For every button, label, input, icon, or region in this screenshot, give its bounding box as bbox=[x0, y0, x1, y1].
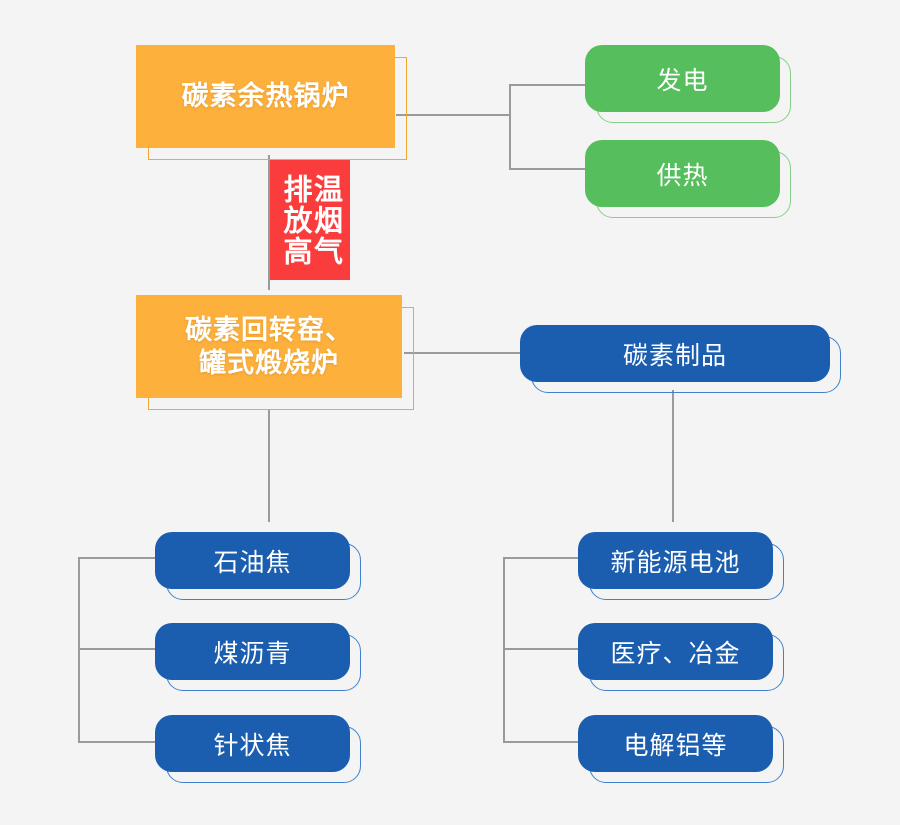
application-label-3: 电解铝等 bbox=[623, 731, 728, 760]
raw-materials-bracket-arm-2 bbox=[78, 648, 156, 650]
connector-kiln-to-raw-materials bbox=[268, 410, 270, 522]
raw-materials-bracket-arm-1 bbox=[78, 557, 156, 559]
node-high-temp-flue-gas[interactable]: 排放高 温烟气 bbox=[270, 160, 350, 280]
node-heat-supply[interactable]: 供热 bbox=[585, 140, 780, 207]
rotary-kiln-label-line2: 罐式煅烧炉 bbox=[199, 347, 339, 378]
connector-split-to-power bbox=[509, 84, 587, 86]
connector-kiln-to-products bbox=[404, 352, 520, 354]
connector-boiler-to-kiln bbox=[268, 155, 270, 290]
node-raw-material-2[interactable]: 煤沥青 bbox=[155, 623, 350, 680]
raw-materials-bracket-spine bbox=[78, 557, 80, 743]
application-label-2: 医疗、冶金 bbox=[610, 639, 741, 668]
raw-material-label-3: 针状焦 bbox=[213, 731, 292, 760]
raw-materials-bracket-arm-3 bbox=[78, 741, 156, 743]
node-power-generation[interactable]: 发电 bbox=[585, 45, 780, 112]
node-application-1[interactable]: 新能源电池 bbox=[578, 532, 773, 589]
node-carbon-products[interactable]: 碳素制品 bbox=[520, 325, 830, 382]
applications-bracket-arm-2 bbox=[503, 648, 581, 650]
applications-bracket-arm-1 bbox=[503, 557, 581, 559]
power-generation-label: 发电 bbox=[656, 66, 709, 95]
connector-boiler-to-split bbox=[396, 114, 511, 116]
node-application-3[interactable]: 电解铝等 bbox=[578, 715, 773, 772]
connector-products-to-applications bbox=[672, 390, 674, 522]
applications-bracket-arm-3 bbox=[503, 741, 581, 743]
application-label-1: 新能源电池 bbox=[610, 548, 741, 577]
rotary-kiln-label-line1: 碳素回转窑、 bbox=[185, 314, 353, 345]
raw-material-label-1: 石油焦 bbox=[213, 548, 292, 577]
carbon-products-label: 碳素制品 bbox=[622, 341, 727, 370]
raw-material-label-2: 煤沥青 bbox=[213, 639, 292, 668]
waste-heat-boiler-label: 碳素余热锅炉 bbox=[181, 81, 350, 112]
flue-gas-label-left: 排放高 bbox=[279, 173, 311, 267]
flue-gas-label-right: 温烟气 bbox=[309, 173, 342, 267]
node-rotary-kiln[interactable]: 碳素回转窑、 罐式煅烧炉 bbox=[136, 295, 402, 398]
connector-split-to-heat bbox=[509, 168, 587, 170]
node-raw-material-1[interactable]: 石油焦 bbox=[155, 532, 350, 589]
node-raw-material-3[interactable]: 针状焦 bbox=[155, 715, 350, 772]
node-waste-heat-boiler[interactable]: 碳素余热锅炉 bbox=[136, 45, 395, 148]
applications-bracket-spine bbox=[503, 557, 505, 743]
heat-supply-label: 供热 bbox=[656, 161, 709, 190]
connector-green-split-vertical bbox=[509, 84, 511, 170]
node-application-2[interactable]: 医疗、冶金 bbox=[578, 623, 773, 680]
